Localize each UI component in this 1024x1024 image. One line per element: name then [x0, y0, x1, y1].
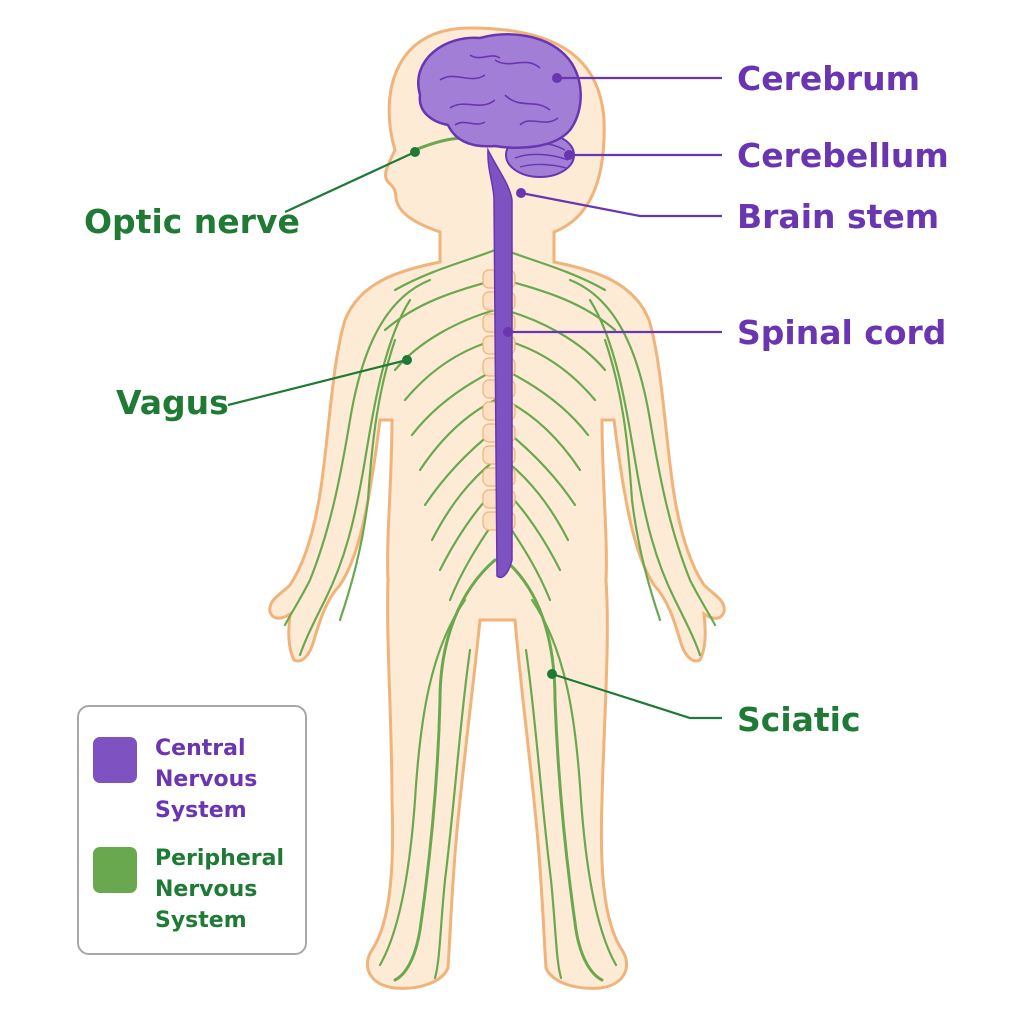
vagus-label: Vagus [116, 383, 229, 422]
sciatic-label: Sciatic [737, 700, 861, 739]
leader-dot [516, 188, 526, 198]
nerve-branch [393, 248, 497, 292]
optic-nerve-leader [284, 151, 416, 213]
legend: Central Nervous System Peripheral Nervou… [77, 705, 307, 955]
vagus-leader [227, 358, 408, 407]
nerve-branch [503, 278, 617, 332]
legend-line: Peripheral [155, 846, 285, 871]
legend-line: System [155, 908, 247, 933]
legend-label-cns: Central Nervous System [155, 733, 257, 826]
pns-leaders [227, 151, 722, 720]
nerve-branch [503, 458, 570, 542]
legend-item-pns: Peripheral Nervous System [93, 843, 284, 936]
spinal-cord-label: Spinal cord [737, 313, 947, 352]
cerebrum-folds [439, 54, 559, 126]
cns-leader-dots [503, 73, 574, 337]
cns-swatch-icon [93, 737, 137, 783]
legend-line: Nervous [155, 877, 258, 902]
brain-stem-leader [520, 191, 722, 218]
nerve-branch [433, 648, 472, 980]
nerve-branch [530, 598, 618, 967]
leader-dot [410, 147, 420, 157]
legend-line: System [155, 798, 247, 823]
legend-label-pns: Peripheral Nervous System [155, 843, 284, 936]
spinal-cord [487, 147, 513, 579]
pns-swatch-icon [93, 847, 137, 893]
legend-line: Central [155, 736, 246, 761]
nerve-branch [283, 278, 432, 627]
nerve-branch [603, 338, 662, 622]
nerve-branch [568, 278, 717, 627]
nerve-branch [430, 458, 497, 542]
leader-dot [547, 669, 557, 679]
sciatic-leader [551, 672, 722, 720]
legend-line: Nervous [155, 767, 258, 792]
nerve-branch [503, 368, 590, 437]
nerve-branch [503, 248, 607, 292]
pns-leader-dots [402, 147, 557, 679]
nerve-branch [524, 648, 563, 980]
nerve-branch [588, 298, 702, 657]
brain-stem-label: Brain stem [737, 197, 940, 236]
nerve-branch [378, 598, 467, 967]
nerve-branch [298, 298, 412, 657]
cerebrum-label: Cerebrum [737, 59, 921, 98]
leader-dot [503, 327, 513, 337]
leader-dot [564, 150, 574, 160]
nerve-branch [503, 338, 597, 402]
cerebellum-label: Cerebellum [737, 136, 949, 175]
legend-item-cns: Central Nervous System [93, 733, 257, 826]
leader-dot [552, 73, 562, 83]
nerve-branch [338, 338, 397, 622]
cerebrum [417, 33, 582, 149]
leader-dot [402, 355, 412, 365]
cns-leaders [508, 76, 722, 334]
optic-nerve-label: Optic nerve [84, 202, 300, 241]
